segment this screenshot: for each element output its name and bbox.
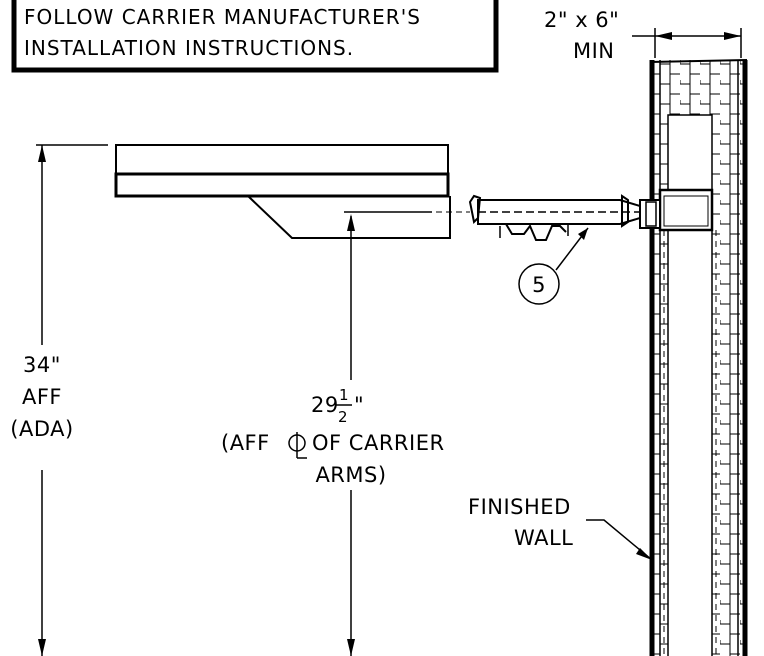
callout-circle xyxy=(518,263,560,305)
dim-29-line3: ARMS) xyxy=(315,463,386,487)
stud-block xyxy=(658,188,714,232)
callout-number: 5 xyxy=(532,273,546,297)
finished-wall-callout: FINISHED WALL xyxy=(468,495,653,561)
dim-29-line2-left: (AFF xyxy=(221,431,270,455)
dim-29-denominator: 2 xyxy=(338,408,348,426)
finished-wall-line-1: FINISHED xyxy=(468,495,571,519)
carrier-arm xyxy=(468,194,661,241)
note-line-1: FOLLOW CARRIER MANUFACTURER'S xyxy=(24,5,421,29)
dim-34-aff: 34" AFF (ADA) xyxy=(10,144,108,656)
note-box: FOLLOW CARRIER MANUFACTURER'S INSTALLATI… xyxy=(11,0,499,73)
lavatory xyxy=(114,144,470,239)
dim-29-whole: 29 xyxy=(311,393,339,417)
note-frame xyxy=(11,0,499,73)
dim-34-ada-label: (ADA) xyxy=(10,417,73,441)
dim-29-numerator: 1 xyxy=(339,386,349,404)
callout-5: 5 xyxy=(518,227,589,305)
finished-wall-line-2: WALL xyxy=(514,526,573,550)
dim-29-line2-right: OF CARRIER xyxy=(312,431,445,455)
wall-section xyxy=(649,59,748,656)
dim-29-half: 29 1 2 " (AFF OF CARRIER ARMS) xyxy=(221,214,445,656)
dim-34-aff-label: AFF xyxy=(22,385,62,409)
dim-29-inch-mark: " xyxy=(354,393,364,417)
centerline-symbol xyxy=(288,432,307,459)
lavatory-bowl xyxy=(247,195,451,239)
note-line-2: INSTALLATION INSTRUCTIONS. xyxy=(24,36,354,60)
dim-34-value: 34" xyxy=(23,353,61,377)
stud-size-label: 2" x 6" xyxy=(544,8,619,32)
stud-dimension xyxy=(632,28,742,58)
stud-min-label: MIN xyxy=(573,39,615,63)
lavatory-top xyxy=(115,144,449,175)
